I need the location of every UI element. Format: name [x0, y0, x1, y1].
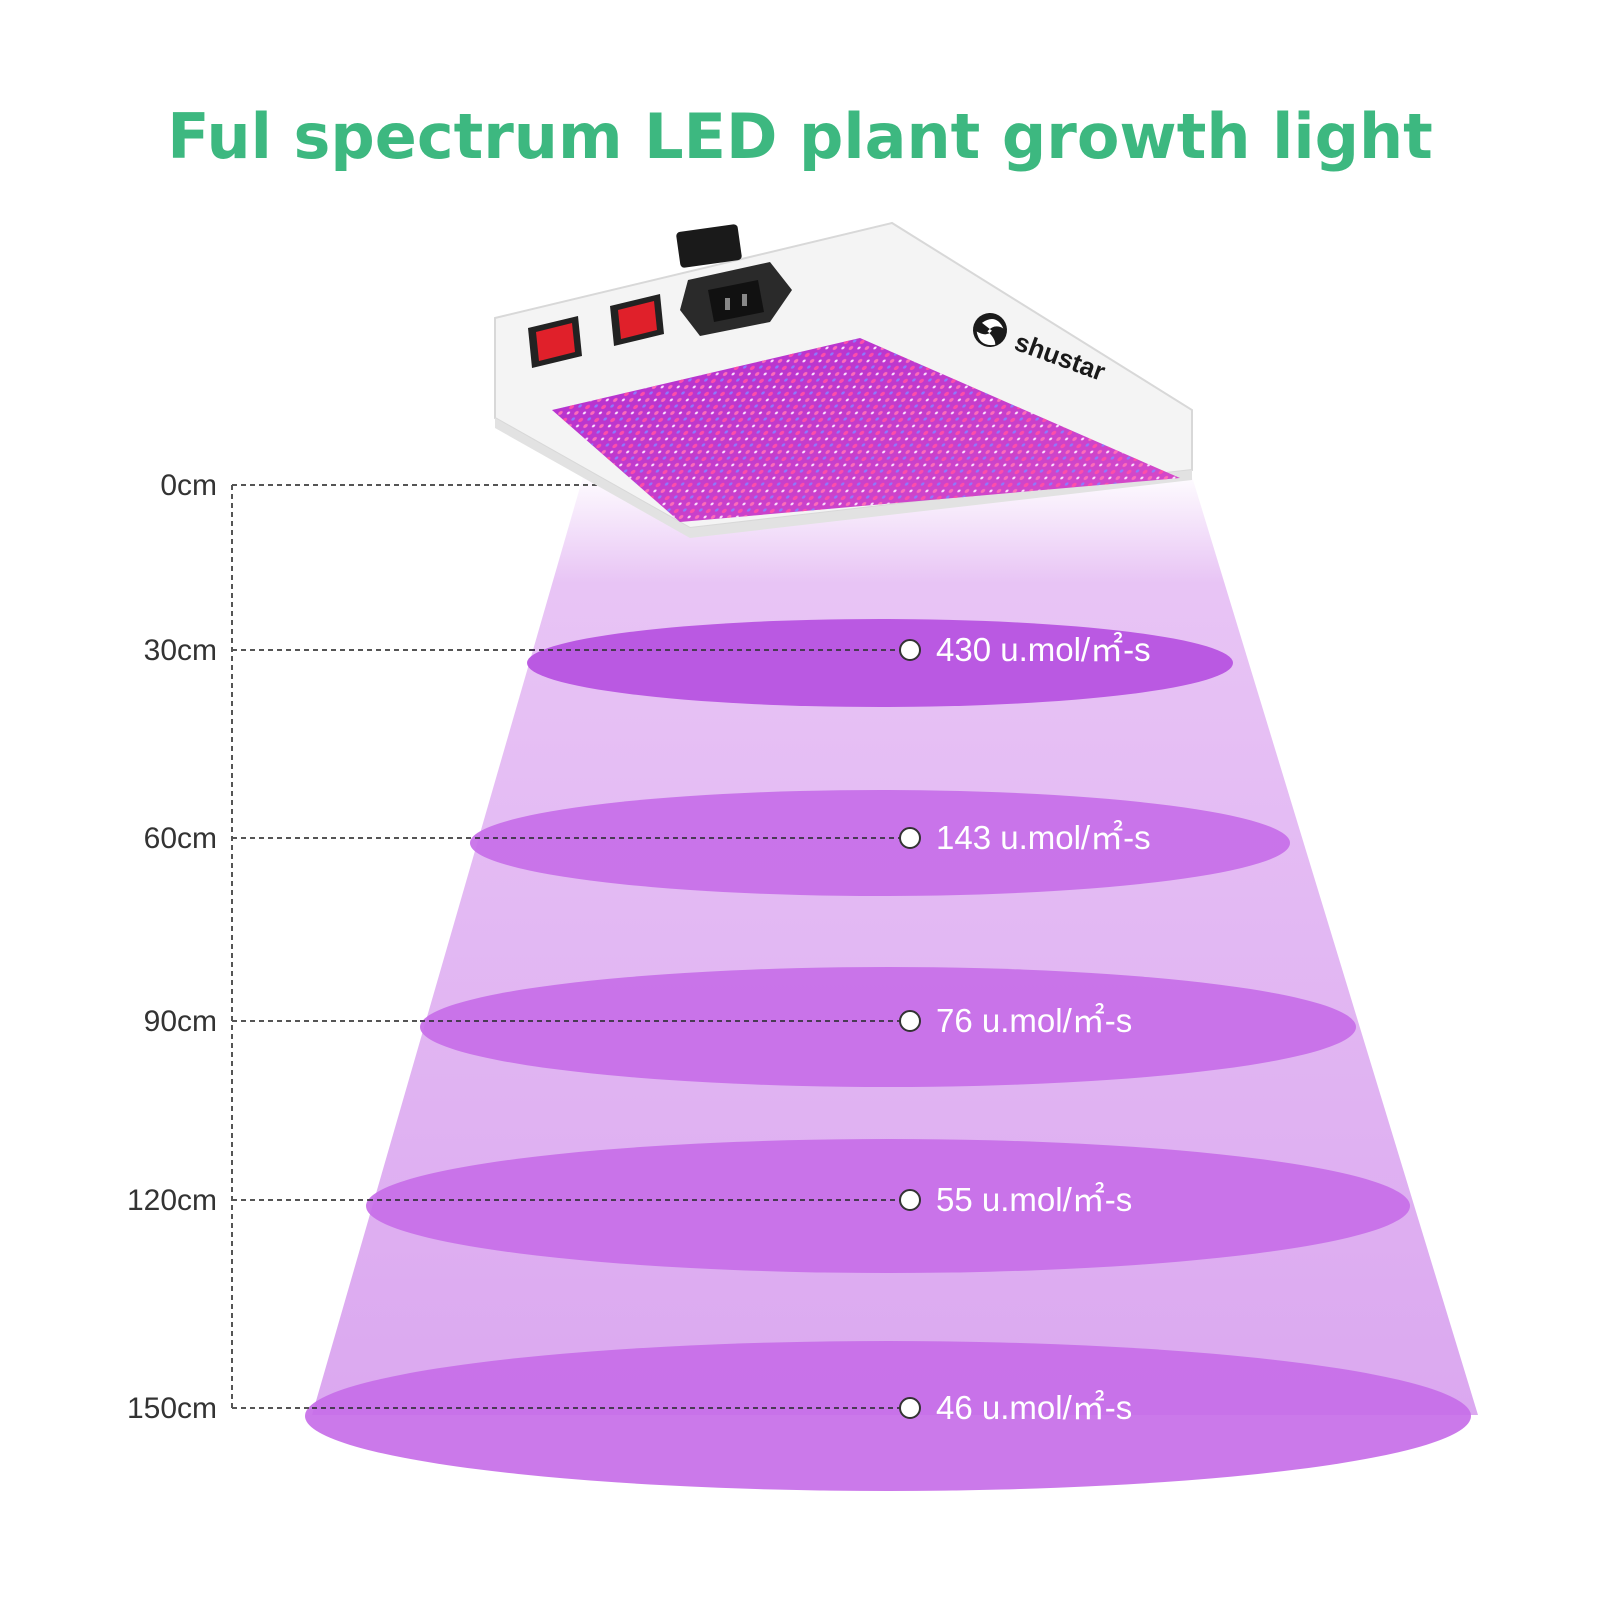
measure-point-dot	[899, 1010, 921, 1032]
ppfd-value-label: 76 u.mol/㎡-s	[936, 1002, 1132, 1039]
power-switch-1	[528, 316, 582, 368]
height-label: 120cm	[127, 1184, 217, 1217]
coverage-ellipse-120cm	[366, 1139, 1410, 1273]
coverage-ellipse-60cm	[470, 790, 1290, 896]
page-title: Ful spectrum LED plant growth light	[167, 100, 1433, 173]
ppfd-value-label: 55 u.mol/㎡-s	[936, 1181, 1132, 1218]
ppfd-value-label: 46 u.mol/㎡-s	[936, 1389, 1132, 1426]
ppfd-value-label: 430 u.mol/㎡-s	[936, 631, 1151, 668]
coverage-ellipse-150cm	[305, 1341, 1471, 1491]
height-label: 90cm	[144, 1005, 217, 1038]
power-switch-2	[610, 294, 664, 346]
measure-point-dot	[899, 1397, 921, 1419]
height-label: 60cm	[144, 822, 217, 855]
coverage-ellipses	[305, 619, 1471, 1491]
height-levels: 0cm 30cm 430 u.mol/㎡-s 60cm 143 u.mol/㎡-s 90c…	[127, 469, 1151, 1426]
measure-point-dot	[899, 827, 921, 849]
light-beam	[312, 470, 1478, 1415]
power-socket-icon	[676, 224, 792, 336]
ppfd-value-label: 143 u.mol/㎡-s	[936, 819, 1151, 856]
measure-point-dot	[899, 1189, 921, 1211]
coverage-ellipse-30cm	[527, 619, 1233, 707]
height-label: 30cm	[144, 634, 217, 667]
measure-point-dot	[899, 639, 921, 661]
height-label: 150cm	[127, 1392, 217, 1425]
swirl-logo-icon	[973, 313, 1007, 347]
coverage-ellipse-90cm	[420, 967, 1356, 1087]
led-grow-light: shustar	[494, 221, 1193, 538]
height-label: 0cm	[160, 469, 217, 502]
